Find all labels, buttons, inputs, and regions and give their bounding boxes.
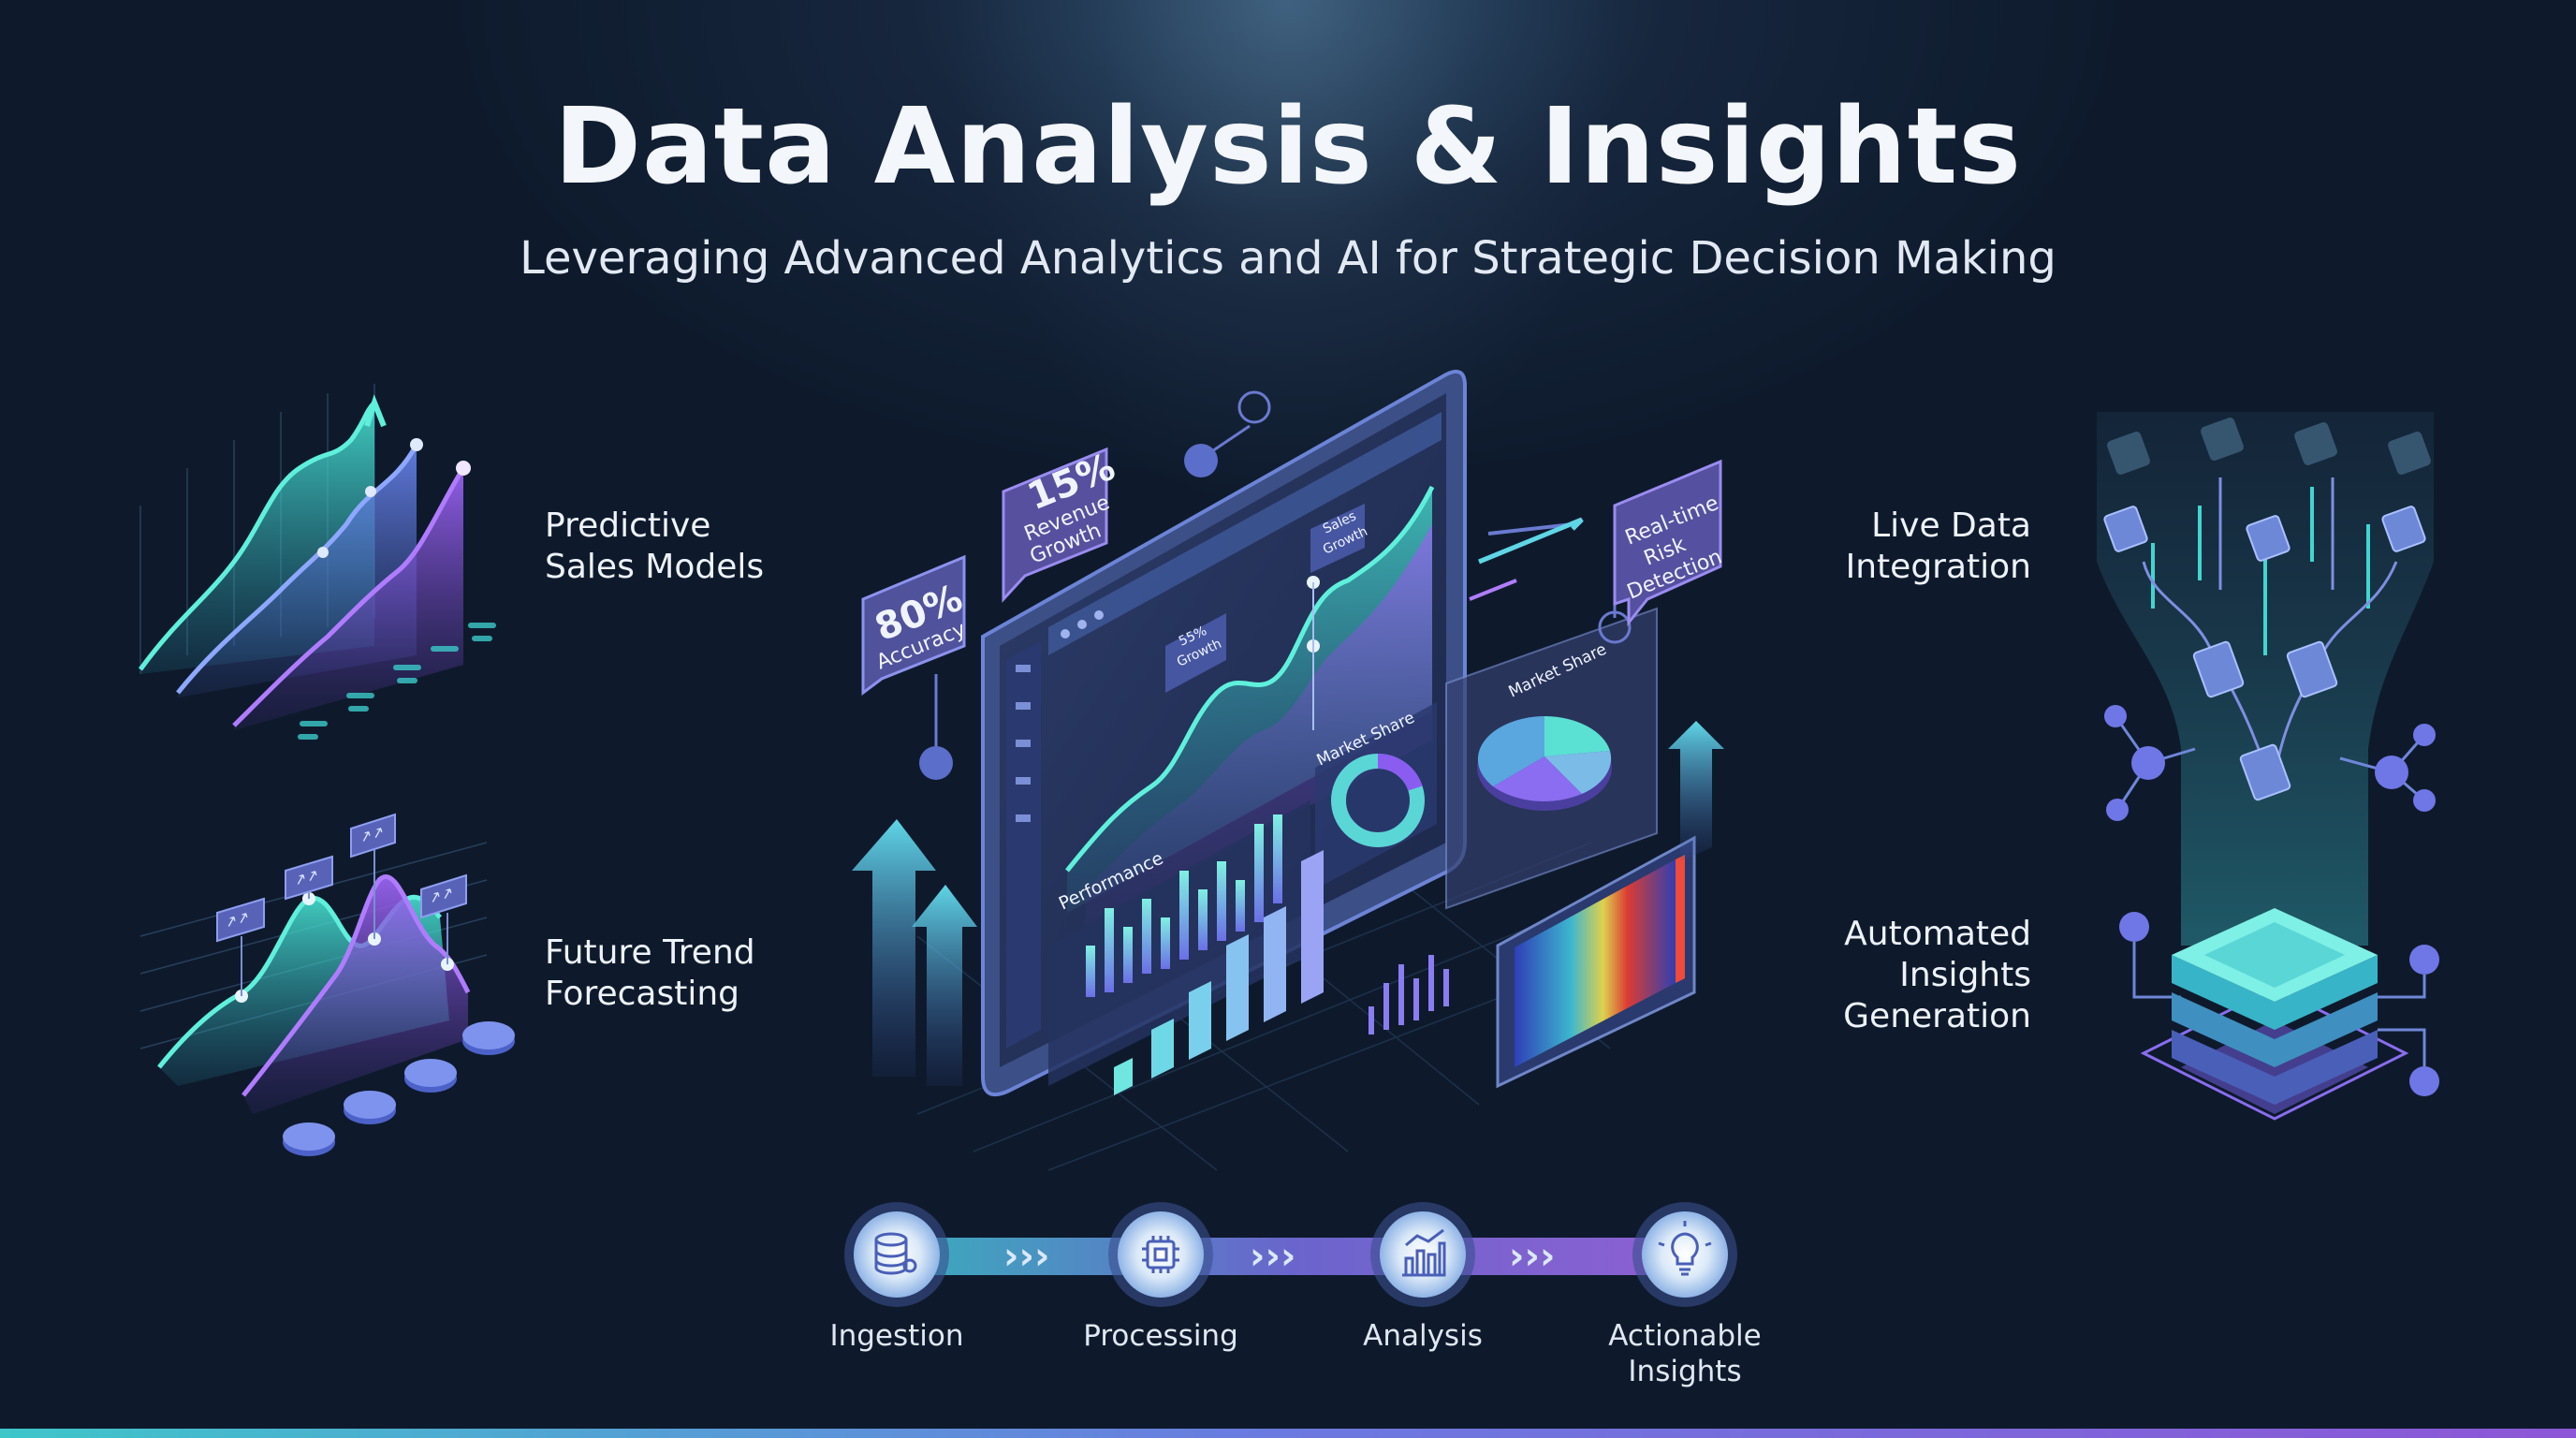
predictive-sales-models-label: Predictive Sales Models [545,506,765,586]
future-trend-forecasting-label: Future Trend Forecasting [545,933,755,1013]
pipeline-step-analysis-node [1370,1202,1475,1307]
page-title: Data Analysis & Insights [554,86,2022,208]
page-subtitle: Leveraging Advanced Analytics and AI for… [520,232,2056,285]
predictive-sales-chart-icon [138,384,496,740]
chip-process-icon [1142,1236,1179,1273]
analytics-dashboard-illustration [852,370,1724,1171]
chevrons-1: ››› [1003,1235,1049,1278]
database-gear-icon [874,1232,917,1275]
bar-chart-icon [1402,1228,1446,1277]
pipeline-step-analysis-label: Analysis [1363,1319,1483,1353]
lightbulb-icon [1658,1221,1712,1276]
chevrons-3: ››› [1509,1235,1555,1278]
live-data-integration-illustration [2097,412,2439,1121]
automated-insights-label: Automated Insights Generation [1843,915,2031,1035]
pipeline-step-processing-node [1108,1202,1213,1307]
pipeline-step-processing-label: Processing [1083,1319,1238,1353]
chevrons-2: ››› [1250,1235,1295,1278]
live-data-integration-label: Live Data Integration [1845,506,2031,586]
forecast-chart-icon: ↗↗ ↗↗ ↗↗ ↗↗ [139,813,515,1156]
process-pipeline: ››› ››› ››› [897,1235,1683,1278]
pipeline-step-ingestion-label: Ingestion [829,1319,964,1353]
pipeline-step-ingestion-node [844,1202,949,1307]
pipeline-step-insights-node [1632,1202,1737,1307]
bottom-accent-bar [0,1429,2576,1438]
pipeline-step-actionable-insights-label: Actionable Insights [1608,1319,1762,1388]
